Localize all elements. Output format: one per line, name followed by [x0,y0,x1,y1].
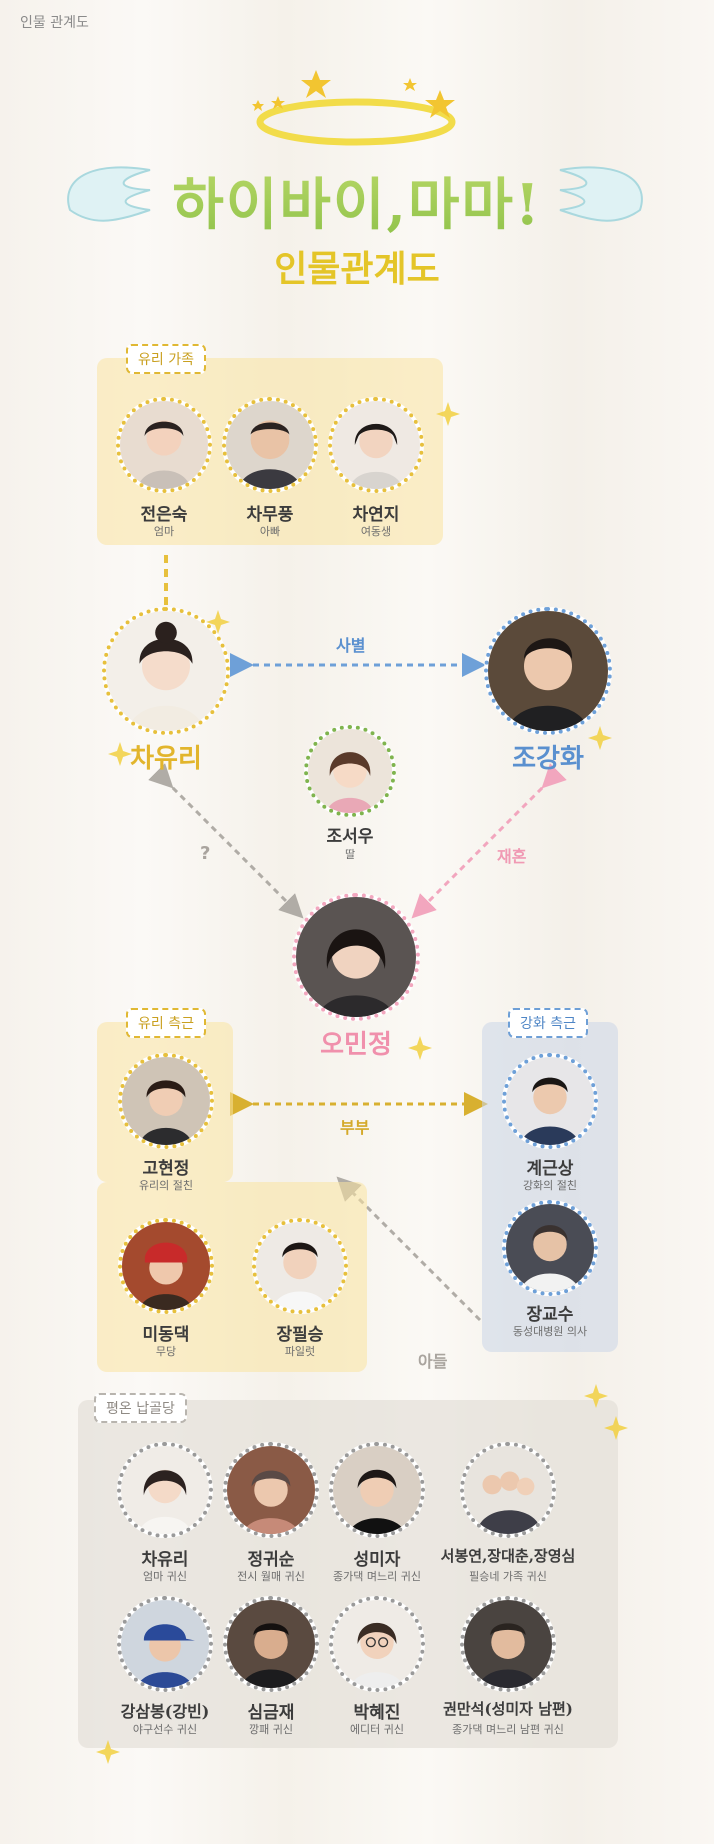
son-arrow [336,1176,482,1322]
role-sim-geumjae: 깡패 귀신 [249,1723,293,1736]
role-kang-sambong: 야구선수 귀신 [132,1723,198,1736]
role-park-hyejin: 에디터 귀신 [349,1723,405,1736]
avatar-gye-geunsang [502,1053,598,1149]
star-icons [252,70,455,118]
avatar-jeong-gwisun [223,1442,319,1538]
role-seong-mija: 종가댁 며느리 귀신 [333,1570,421,1583]
role-midongdaek: 무당 [155,1345,177,1358]
page-label: 인물 관계도 [20,15,89,31]
name-gye-geunsang: 계근상 [526,1159,574,1179]
role-jeong-gwisun: 전시 월매 귀신 [237,1570,305,1583]
role-ghost-cha-yuri: 엄마 귀신 [143,1570,187,1583]
role-jo-seowoo: 딸 [344,848,356,861]
role-jeon-eunsuk: 엄마 [153,525,175,538]
avatar-sim-geumjae [223,1596,319,1692]
relation-couple: 부부 [340,1118,370,1137]
name-sim-geumjae: 심금재 [247,1703,295,1723]
relation-son: 아들 [418,1352,448,1371]
role-gye-geunsang: 강화의 절친 [522,1179,578,1192]
remarriage-arrow [411,763,567,919]
role-cha-mupung: 아빠 [259,525,281,538]
avatar-cha-yuri [102,607,230,735]
avatar-jo-seowoo [304,725,396,817]
name-kang-sambong: 강삼봉(강빈) [120,1702,210,1721]
left-wing-icon [67,166,151,222]
sparkle-icon [408,1036,432,1060]
avatar-go-hyeonjeong [118,1053,214,1149]
name-midongdaek: 미동댁 [142,1325,190,1345]
name-cha-yuri-main: 차유리 [130,744,202,774]
name-jo-kanghwa-main: 조강화 [512,744,584,774]
avatar-jang-pilseung [252,1218,348,1314]
role-go-hyeonjeong: 유리의 절친 [138,1179,194,1192]
title: 하이바이,마마! [0,160,714,241]
name-seong-mija: 성미자 [353,1550,401,1570]
avatar-ghost-cha-yuri [117,1442,213,1538]
halo-icon [256,98,456,146]
avatar-jeon-eunsuk [116,397,212,493]
role-pilseung-family: 필승네 가족 귀신 [469,1570,547,1583]
role-kwon-manseok: 종가댁 며느리 남편 귀신 [452,1723,564,1736]
unknown-arrow [148,763,304,919]
relation-lines [148,555,567,1322]
yuri-side-tag: 유리 측근 [126,1008,206,1038]
name-pilseung-family: 서봉연,장대춘,장영심 [440,1547,576,1565]
avatar-cha-yeonji [328,397,424,493]
relation-remarriage: 재혼 [497,847,527,866]
name-jeon-eunsuk: 전은숙 [140,505,188,525]
role-jang-pilseung: 파일럿 [284,1345,316,1358]
sparkle-icon [604,1416,628,1440]
avatar-jo-kanghwa [484,607,612,735]
avatar-oh-minjeong [292,893,420,1021]
relation-farewell: 사별 [336,636,366,655]
avatar-pilseung-family [460,1442,556,1538]
avatar-seong-mija [329,1442,425,1538]
name-professor-jang: 장교수 [526,1305,574,1325]
avatar-park-hyejin [329,1596,425,1692]
name-jeong-gwisun: 정귀순 [247,1550,295,1570]
sparkle-icon [108,742,132,766]
name-park-hyejin: 박혜진 [353,1703,401,1723]
yuri-family-tag: 유리 가족 [126,344,206,374]
name-ghost-cha-yuri: 차유리 [141,1550,189,1570]
role-professor-jang: 동성대병원 의사 [512,1325,588,1338]
name-kwon-manseok: 권만석(성미자 남편) [443,1700,573,1718]
avatar-midongdaek [118,1218,214,1314]
role-cha-yeonji: 여동생 [360,525,392,538]
name-go-hyeonjeong: 고현정 [142,1159,190,1179]
sparkle-icon [206,610,230,634]
avatar-kang-sambong [117,1596,213,1692]
right-wing-icon [559,166,643,222]
title-decoration [67,70,643,222]
name-jang-pilseung: 장필승 [276,1325,324,1345]
subtitle: 인물관계도 [274,248,440,290]
name-oh-minjeong-main: 오민정 [320,1030,392,1060]
avatar-professor-jang [502,1200,598,1296]
sparkle-icon [96,1740,120,1764]
sparkle-icon [436,402,460,426]
name-cha-yeonji: 차연지 [352,505,400,525]
avatar-kwon-manseok [460,1596,556,1692]
sparkle-icon [584,1384,608,1408]
name-jo-seowoo: 조서우 [326,827,374,847]
sparkle-icon [588,726,612,750]
kanghwa-side-tag: 강화 측근 [508,1008,588,1038]
name-cha-mupung: 차무풍 [246,505,294,525]
avatar-cha-mupung [222,397,318,493]
relation-unknown: ? [200,843,211,864]
pyeongon-tag: 평온 납골당 [94,1393,187,1423]
